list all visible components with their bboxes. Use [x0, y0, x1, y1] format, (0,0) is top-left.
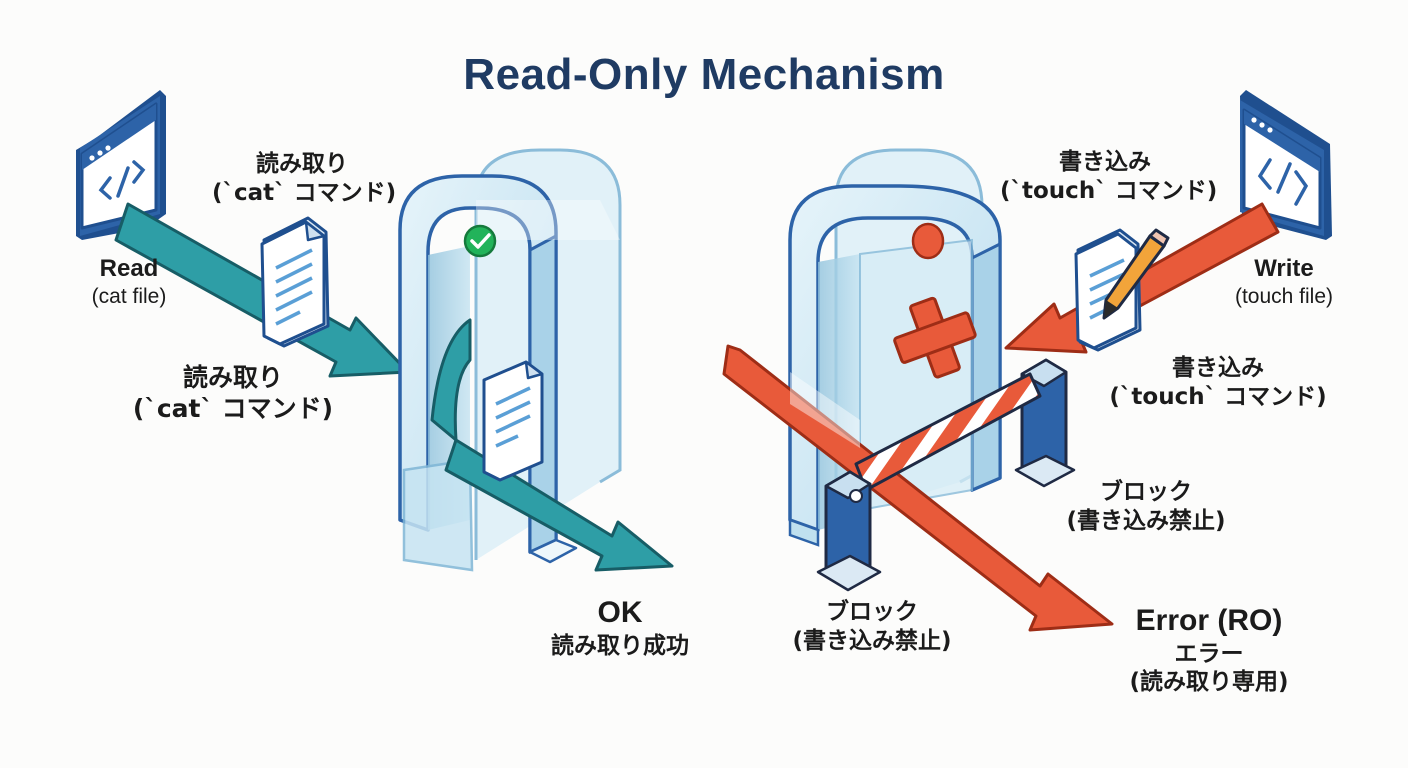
read-subtitle: (cat file) — [91, 285, 167, 308]
right-top-label-line1: 書き込み — [1059, 149, 1151, 175]
error-arrow — [722, 344, 1114, 632]
right-mid-label-line1: 書き込み — [1172, 355, 1264, 381]
block-bottom-line2: (書き込み禁止) — [792, 627, 952, 654]
read-title: Read — [99, 255, 159, 282]
write-title: Write — [1254, 255, 1314, 282]
left-document-icon — [260, 216, 330, 348]
read-label: Read (cat file) — [64, 254, 194, 310]
error-subtitle-line1: エラー — [1174, 640, 1244, 667]
error-subtitle-line2: (読み取り専用) — [1129, 669, 1289, 696]
block-right-label: ブロック (書き込み禁止) — [1040, 478, 1252, 536]
right-document-pencil-icon — [1074, 228, 1170, 352]
left-top-label-line2: (`cat` コマンド) — [212, 179, 397, 206]
left-mid-label: 読み取り (`cat` コマンド) — [130, 362, 336, 425]
block-right-line2: (書き込み禁止) — [1066, 507, 1226, 534]
left-glass-gate — [398, 148, 622, 572]
block-right-line1: ブロック — [1100, 479, 1192, 505]
block-barrier — [816, 358, 1076, 592]
write-label: Write (touch file) — [1214, 254, 1354, 310]
error-badge — [911, 222, 945, 260]
block-bottom-label: ブロック (書き込み禁止) — [766, 598, 978, 656]
right-top-label: 書き込み (`touch` コマンド) — [1000, 148, 1218, 206]
gate-document-icon — [482, 360, 544, 482]
left-mid-label-line1: 読み取り — [182, 363, 283, 392]
ok-subtitle: 読み取り成功 — [551, 632, 689, 659]
block-bottom-line1: ブロック — [826, 599, 918, 625]
write-subtitle: (touch file) — [1234, 285, 1334, 308]
right-window-icon — [1240, 90, 1332, 240]
left-mid-label-line2: (`cat` コマンド) — [132, 394, 334, 424]
right-mid-label: 書き込み (`touch` コマンド) — [1108, 354, 1328, 412]
right-top-label-line2: (`touch` コマンド) — [1000, 177, 1218, 204]
ok-title: OK — [597, 596, 643, 629]
page-title: Read-Only Mechanism — [463, 50, 945, 99]
deny-cross-icon — [893, 296, 977, 379]
error-title: Error (RO) — [1135, 604, 1283, 637]
left-top-label-line1: 読み取り — [256, 151, 348, 177]
left-window-icon — [76, 90, 166, 240]
ok-check-badge — [463, 224, 497, 258]
right-mid-label-line2: (`touch` コマンド) — [1109, 383, 1327, 410]
ok-label: OK 読み取り成功 — [520, 594, 720, 660]
left-top-label: 読み取り (`cat` コマンド) — [212, 150, 397, 208]
error-label: Error (RO) エラー (読み取り専用) — [1096, 602, 1322, 697]
